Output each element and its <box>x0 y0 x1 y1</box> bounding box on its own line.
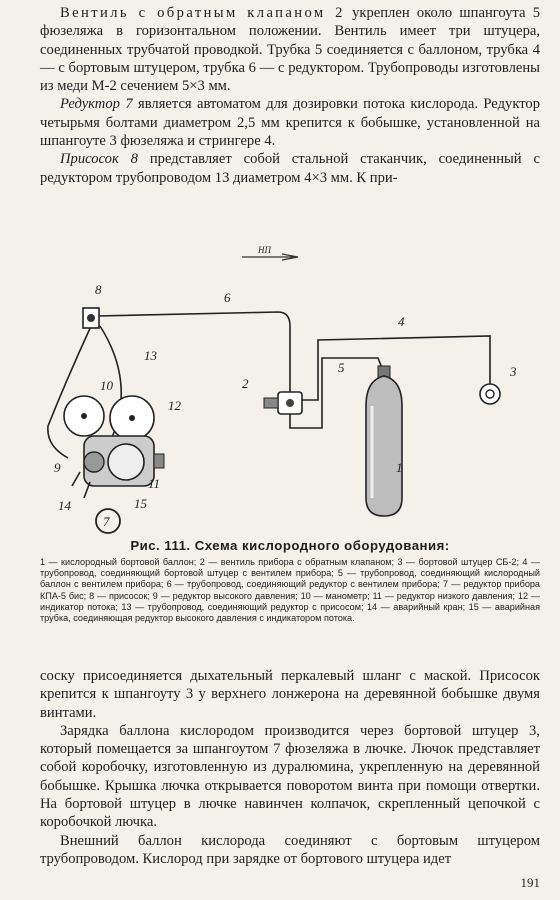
pipe-5 <box>289 357 383 429</box>
page-number: 191 <box>520 875 541 890</box>
pipe-4 <box>302 335 491 401</box>
valve-2 <box>263 391 303 415</box>
bottom-text-block: соску присоединяется дыхательный перкале… <box>40 667 540 868</box>
label-11: 11 <box>148 476 160 491</box>
label-5: 5 <box>338 360 345 375</box>
oxygen-cylinder-1 <box>365 365 403 517</box>
ornament-arrow-icon <box>242 253 299 261</box>
paragraph-valve: Вентиль с обратным клапаном 2 укреплен о… <box>40 4 540 95</box>
label-2: 2 <box>242 376 249 391</box>
oxygen-equipment-diagram: 1 2 3 4 5 6 7 8 9 10 11 12 13 14 15 <box>47 282 517 534</box>
paragraph-reducer: Редуктор 7 является автоматом для дозиро… <box>40 95 540 150</box>
paragraph-charging: Зарядка баллона кислородом производится … <box>40 722 540 831</box>
label-13: 13 <box>144 348 158 363</box>
figure-title: Рис. 111. Схема кислородного оборудовани… <box>40 538 540 553</box>
mouthpiece-heading: Присосок 8 <box>60 151 138 168</box>
label-3: 3 <box>509 364 517 379</box>
label-6: 6 <box>224 290 231 305</box>
valve-text: укреплен около шпангоута 5 фюзеляжа в го… <box>40 5 540 95</box>
label-15: 15 <box>134 496 148 511</box>
label-1: 1 <box>396 460 403 475</box>
ornament-mark: НП <box>242 245 299 261</box>
valve-heading: Вентиль с обратным клапаном 2 <box>60 5 345 21</box>
board-fitting-3 <box>479 383 501 405</box>
reducer-heading: Редуктор 7 <box>60 96 133 113</box>
label-12: 12 <box>168 398 182 413</box>
label-7: 7 <box>103 514 110 529</box>
pipe-13 <box>47 323 93 459</box>
pipe-13b <box>99 325 122 447</box>
paragraph-external-cylinder: Внешний баллон кислорода соединяют с бор… <box>40 832 540 867</box>
paragraph-continuation: соску присоединяется дыхательный перкале… <box>40 668 540 721</box>
mouthpiece-8 <box>82 307 100 329</box>
top-text-block: Вентиль с обратным клапаном 2 укреплен о… <box>40 4 540 187</box>
pipe-6 <box>97 311 291 394</box>
paragraph-mouthpiece: Присосок 8 представляет собой стальной с… <box>40 150 540 187</box>
label-4: 4 <box>398 314 405 329</box>
reducer-assembly-7 <box>63 395 165 534</box>
reducer-text: является автоматом для дозировки потока … <box>40 96 540 150</box>
label-14: 14 <box>58 498 72 513</box>
label-10: 10 <box>100 378 114 393</box>
figure-title-text: Рис. 111. Схема кислородного оборудовани… <box>130 538 450 553</box>
ornament-label: НП <box>257 245 271 255</box>
mouthpiece-text: представляет собой стальной стаканчик, с… <box>40 151 540 186</box>
label-9: 9 <box>54 460 61 475</box>
figure-legend: 1 — кислородный бортовой баллон; 2 — вен… <box>40 557 540 624</box>
label-8: 8 <box>95 282 102 297</box>
